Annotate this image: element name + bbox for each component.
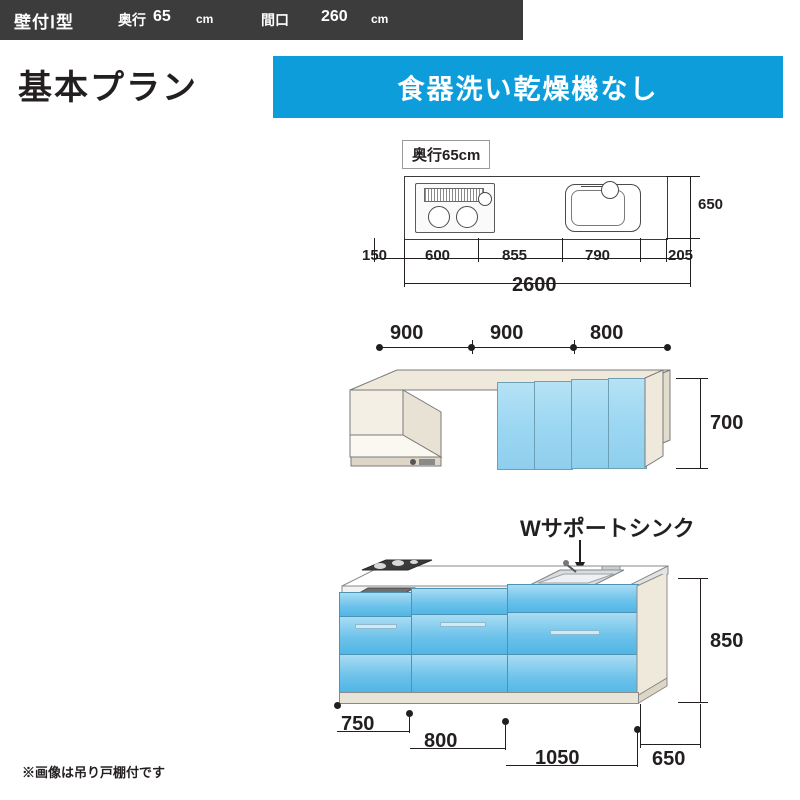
- header-type-bar: 壁付Ⅰ型 奥行 65 cm: [0, 0, 243, 40]
- header-width-value: 260: [321, 8, 348, 25]
- grill-icon: [424, 188, 484, 202]
- plan-seg-tick: [666, 238, 667, 262]
- header-type-label: 壁付Ⅰ型: [14, 13, 75, 32]
- base-height-text: 850: [710, 630, 744, 652]
- upper-dim-tick: [472, 340, 473, 354]
- burner-icon: [428, 206, 450, 228]
- plan-depth-dim-text: 650: [698, 196, 724, 213]
- range-hood: [349, 389, 443, 467]
- base-door-2a: [411, 588, 509, 616]
- sink-inner-icon: [571, 190, 625, 226]
- header-depth-label: 奥行: [118, 12, 146, 28]
- base-width-text-1: 800: [424, 730, 458, 752]
- upper-height-tick-bottom: [676, 468, 708, 469]
- plan-seg-text-4: 205: [668, 247, 694, 264]
- base-width-line-2: [410, 748, 505, 749]
- upper-height-dim-line: [700, 378, 701, 468]
- upper-width-text-2: 800: [590, 322, 624, 344]
- base-right-side-panel: [636, 574, 668, 704]
- plan-seg-text-0: 150: [362, 247, 388, 264]
- plan-view-countertop: [404, 176, 668, 240]
- header-depth-value: 65: [153, 8, 171, 25]
- plan-seg-tick: [640, 238, 641, 262]
- plan-seg-text-2: 855: [502, 247, 528, 264]
- base-depth-dim-line: [640, 744, 700, 745]
- banner-label: 食器洗い乾燥機なし: [397, 74, 659, 105]
- upper-door-3: [571, 379, 610, 469]
- faucet-icon: [601, 181, 619, 199]
- plan-seg-tick: [404, 238, 405, 262]
- base-depth-text: 650: [652, 748, 686, 770]
- plan-total-text: 2600: [512, 274, 557, 296]
- base-door-3a: [507, 584, 639, 614]
- plan-total-tick-left: [404, 262, 405, 287]
- base-width-drop-2: [505, 721, 506, 750]
- depth-box-label: 奥行65cm: [402, 140, 491, 169]
- plan-depth-tick-bottom: [666, 238, 700, 239]
- burner-icon: [478, 192, 492, 206]
- upper-cabinet-right-side: [644, 369, 664, 468]
- base-width-line-1: [337, 731, 409, 732]
- header-width-label: 間口: [261, 12, 289, 28]
- base-handle-2: [440, 622, 486, 627]
- base-door-3c: [507, 654, 639, 698]
- base-depth-tick-r: [700, 704, 701, 748]
- page-title: 基本プラン: [18, 69, 198, 107]
- base-door-2b: [411, 614, 509, 656]
- footnote: ※画像は吊り戸棚付です: [22, 765, 166, 780]
- plan-seg-tick: [690, 238, 691, 262]
- base-height-tick-top: [678, 578, 708, 579]
- base-width-drop-1: [409, 713, 410, 733]
- cooktop-icon: [415, 183, 495, 233]
- plan-total-dim-line: [404, 283, 690, 284]
- faucet-stem-icon: [581, 186, 603, 188]
- base-toe-kick: [339, 692, 639, 704]
- plan-seg-tick: [374, 238, 375, 262]
- header-width-unit: cm: [371, 12, 389, 26]
- base-cooktop-icon: [361, 559, 433, 571]
- header-depth-unit: cm: [196, 12, 214, 26]
- upper-dim-line: [380, 347, 668, 348]
- plan-seg-tick: [562, 238, 563, 262]
- plan-depth-dim-line: [690, 176, 691, 238]
- base-width-drop-3: [637, 729, 638, 767]
- base-width-dot: [334, 702, 341, 709]
- burner-icon: [456, 206, 478, 228]
- upper-width-text-0: 900: [390, 322, 424, 344]
- upper-height-text: 700: [710, 412, 744, 434]
- upper-dim-dot: [376, 344, 383, 351]
- plan-seg-text-1: 600: [425, 247, 451, 264]
- base-handle-1: [355, 624, 397, 629]
- base-height-tick-bottom: [678, 702, 708, 703]
- plan-segment-dim-line: [374, 258, 690, 259]
- header-width-bar: 間口 260 cm: [243, 0, 523, 40]
- base-handle-3: [550, 630, 600, 635]
- banner-dishwasher-none: 食器洗い乾燥機なし: [273, 56, 783, 118]
- base-door-2c: [411, 654, 509, 696]
- plan-seg-tick: [478, 238, 479, 262]
- plan-total-tick-right: [690, 262, 691, 287]
- upper-door-1: [497, 382, 536, 470]
- upper-height-tick-top: [676, 378, 708, 379]
- upper-door-2: [534, 381, 573, 470]
- base-door-1c: [339, 654, 413, 694]
- base-width-line-3: [506, 765, 637, 766]
- plan-depth-tick-top: [666, 176, 700, 177]
- sink-callout-label: Wサポートシンク: [520, 516, 695, 541]
- base-door-1a: [339, 592, 413, 618]
- base-width-text-0: 750: [341, 713, 375, 735]
- base-width-text-2: 1050: [535, 747, 580, 769]
- base-door-1b: [339, 616, 413, 656]
- upper-width-text-1: 900: [490, 322, 524, 344]
- base-sink-icon: [527, 560, 625, 587]
- plan-seg-text-3: 790: [585, 247, 611, 264]
- base-depth-tick-l: [640, 704, 641, 748]
- upper-dim-tick: [574, 340, 575, 354]
- base-height-dim-line: [700, 578, 701, 702]
